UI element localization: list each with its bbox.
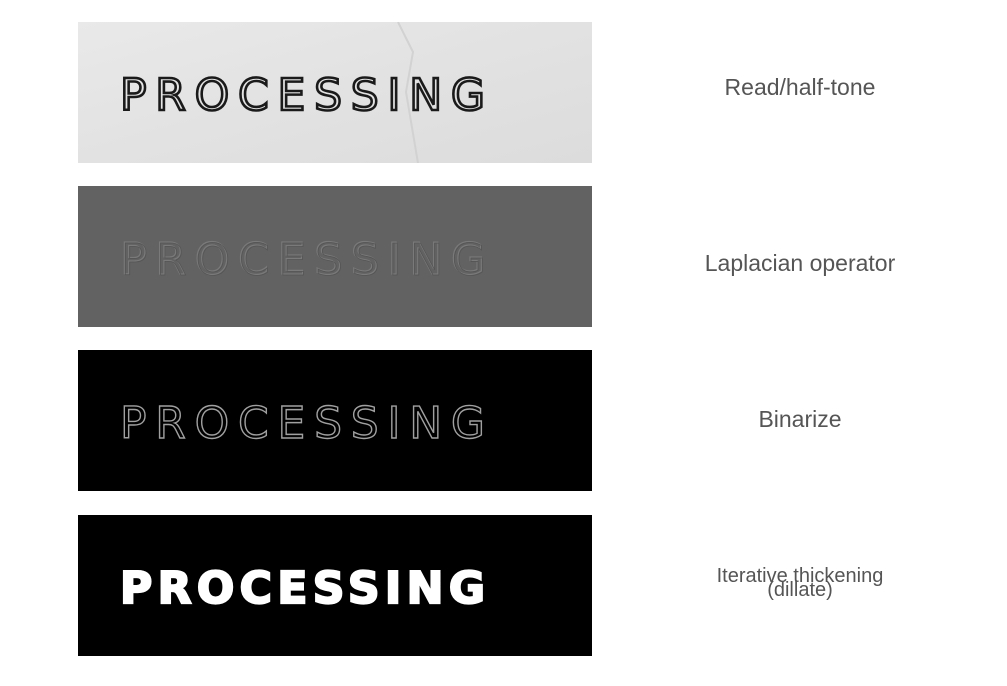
caption-line-1: Iterative thickening — [716, 565, 884, 587]
handwritten-word: PROCESSING — [120, 398, 485, 449]
handwritten-word: PROCESSING — [120, 70, 485, 121]
handwritten-word: PROCESSING — [120, 563, 485, 614]
handwritten-word-binarized: PROCESSING — [119, 397, 485, 449]
caption-binarize: Binarize — [758, 406, 842, 432]
binarized-image-panel: PROCESSING — [78, 350, 592, 491]
handwritten-word-edge-shadow: PROCESSING — [121, 235, 486, 286]
caption-laplacian-operator: Laplacian operator — [704, 250, 896, 276]
paper-background — [78, 22, 592, 163]
handwritten-word-original: PROCESSING — [78, 22, 592, 163]
paper-crease — [397, 22, 419, 163]
caption-read-halftone: Read/half-tone — [724, 74, 876, 100]
handwritten-word-laplacian: PROCESSING PROCESSING — [119, 233, 486, 286]
handwritten-word-dilated: PROCESSING — [119, 562, 486, 615]
caption-iterative-thickening: Iterative thickening (dillate) — [640, 565, 960, 601]
caption-line-2: (dillate) — [767, 579, 833, 601]
original-image-panel: PROCESSING — [78, 22, 592, 163]
dilated-image-panel: PROCESSING — [78, 515, 592, 656]
laplacian-image-panel: PROCESSING PROCESSING — [78, 186, 592, 327]
handwritten-word: PROCESSING — [120, 234, 485, 285]
